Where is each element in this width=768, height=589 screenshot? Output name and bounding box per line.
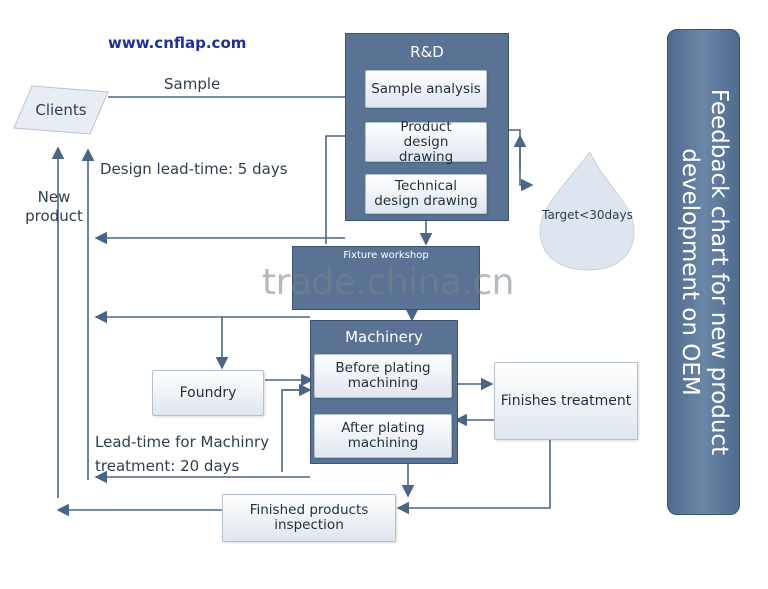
before-plating-box: Before plating machining [314,354,452,398]
after-plating-box: After plating machining [314,414,452,458]
machinery-title: Machinery [345,328,423,346]
target-drop-shape [539,151,635,271]
design-lead-time-label: Design lead-time: 5 days [100,160,288,178]
technical-design-box: Technical design drawing [365,174,487,214]
product-design-box: Product design drawing [365,119,487,164]
side-title: Feedback chart for new product developme… [676,88,732,456]
finishes-treatment-box: Finishes treatment [494,362,638,440]
fixture-workshop-panel: Fixture workshop [292,246,480,310]
finished-inspection-box: Finished products inspection [222,494,396,542]
clients-node: Clients [12,84,110,136]
fixture-workshop-title: Fixture workshop [343,250,429,261]
clients-label: Clients [35,101,87,119]
side-title-panel: Feedback chart for new product developme… [667,29,740,515]
sample-analysis-box: Sample analysis [365,70,487,108]
website-url: www.cnflap.com [108,34,247,52]
foundry-box: Foundry [152,370,264,416]
rnd-title: R&D [410,43,444,61]
sample-label: Sample [164,75,221,93]
clients-diamond-shape [13,85,109,135]
watermark: trade.china.cn [262,262,514,303]
new-product-label: New product [25,188,83,225]
machinery-lead-time-label: Lead-time for Machinry treatment: 20 day… [95,433,270,475]
target-label: Target<30days [542,208,633,222]
